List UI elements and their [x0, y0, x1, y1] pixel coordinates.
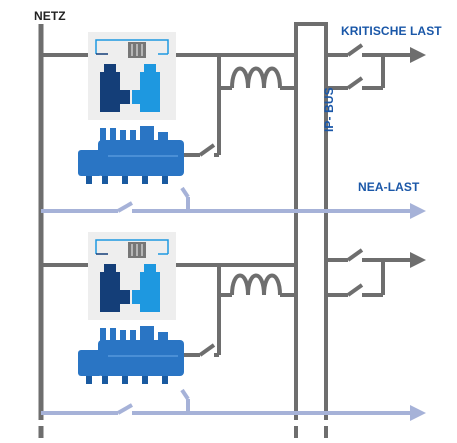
switch-icon	[346, 43, 364, 57]
diesel-generator-icon	[78, 326, 184, 384]
ip-bus-label: IP- BUS	[322, 87, 336, 132]
switch-icon	[346, 248, 364, 262]
top-section	[41, 43, 426, 219]
switch-icon	[346, 283, 364, 297]
arrow-icon	[410, 405, 426, 421]
arrow-icon	[410, 47, 426, 63]
ups-module-icon	[88, 232, 176, 320]
switch-icon	[346, 76, 364, 90]
inductor-coil-icon	[230, 66, 282, 89]
diesel-generator-icon	[78, 126, 184, 184]
nea-line	[41, 186, 412, 213]
arrow-icon	[410, 203, 426, 219]
nea-line	[41, 388, 412, 415]
inductor-coil-icon	[230, 273, 282, 296]
netz-label: NETZ	[34, 9, 66, 23]
nea-last-label: NEA-LAST	[358, 180, 420, 194]
switch-icon	[198, 343, 216, 357]
ip-bus-frame	[294, 22, 328, 438]
switch-icon	[198, 143, 216, 157]
kritische-last-label: KRITISCHE LAST	[341, 24, 442, 38]
arrow-icon	[410, 252, 426, 268]
ups-module-icon	[88, 32, 176, 120]
